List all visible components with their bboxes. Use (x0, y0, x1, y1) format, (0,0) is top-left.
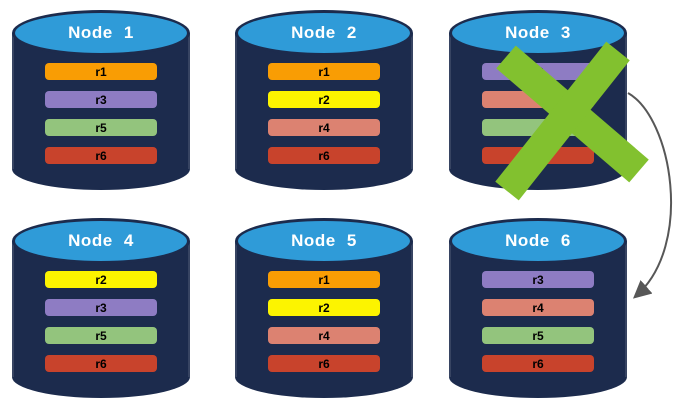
node-3-cylinder-top: Node 3 (449, 10, 627, 56)
node-5-cylinder: Node 5 r1 r2 r4 r6 (235, 218, 413, 398)
node-4-title: Node 4 (68, 231, 134, 250)
node-5-cylinder-top: Node 5 (235, 218, 413, 264)
failover-arrow (627, 92, 673, 299)
replica-bar-r6: r6 (45, 355, 157, 372)
replica-bar-r6 (482, 147, 594, 164)
node-6-cylinder-top: Node 6 (449, 218, 627, 264)
replica-bar-r1: r1 (268, 271, 380, 288)
node-3-title: Node 3 (505, 23, 571, 42)
replica-bar-r3: r3 (45, 299, 157, 316)
replica-bar-r6: r6 (268, 355, 380, 372)
node-2-title: Node 2 (291, 23, 357, 42)
node-6-title: Node 6 (505, 231, 571, 250)
node-5-title: Node 5 (291, 231, 357, 250)
replica-bar-r4: r4 (268, 327, 380, 344)
node-2-cylinder-top: Node 2 (235, 10, 413, 56)
replica-bar-r5: r5 (45, 327, 157, 344)
node-6-replica-list: r3 r4 r5 r6 (482, 271, 594, 372)
node-5-replica-list: r1 r2 r4 r6 (268, 271, 380, 372)
replica-bar-r6: r6 (268, 147, 380, 164)
replica-bar-r3: r3 (45, 91, 157, 108)
replica-bar-r3: r3 (482, 63, 594, 80)
node-3-cylinder: Node 3 r3 (449, 10, 627, 190)
node-1-cylinder-top: Node 1 (12, 10, 190, 56)
replica-bar-r2: r2 (268, 299, 380, 316)
node-4-cylinder: Node 4 r2 r3 r5 r6 (12, 218, 190, 398)
node-2-replica-list: r1 r2 r4 r6 (268, 63, 380, 164)
replica-bar-r5: r5 (482, 327, 594, 344)
replica-bar-r1: r1 (45, 63, 157, 80)
replica-bar-r4: r4 (482, 299, 594, 316)
replica-bar-r6: r6 (45, 147, 157, 164)
replica-bar-r2: r2 (45, 271, 157, 288)
node-1-cylinder: Node 1 r1 r3 r5 r6 (12, 10, 190, 190)
replica-bar-r5: r5 (45, 119, 157, 136)
replica-bar-r1: r1 (268, 63, 380, 80)
node-4-replica-list: r2 r3 r5 r6 (45, 271, 157, 372)
replica-bar-r4: r4 (268, 119, 380, 136)
node-3-replica-list: r3 (482, 63, 594, 164)
node-1-replica-list: r1 r3 r5 r6 (45, 63, 157, 164)
replica-bar-r6: r6 (482, 355, 594, 372)
replica-bar-r4 (482, 91, 594, 108)
node-1-title: Node 1 (68, 23, 134, 42)
node-6-cylinder: Node 6 r3 r4 r5 r6 (449, 218, 627, 398)
node-2-cylinder: Node 2 r1 r2 r4 r6 (235, 10, 413, 190)
replica-bar-r3: r3 (482, 271, 594, 288)
node-4-cylinder-top: Node 4 (12, 218, 190, 264)
replica-bar-r2: r2 (268, 91, 380, 108)
replica-bar-r5 (482, 119, 594, 136)
